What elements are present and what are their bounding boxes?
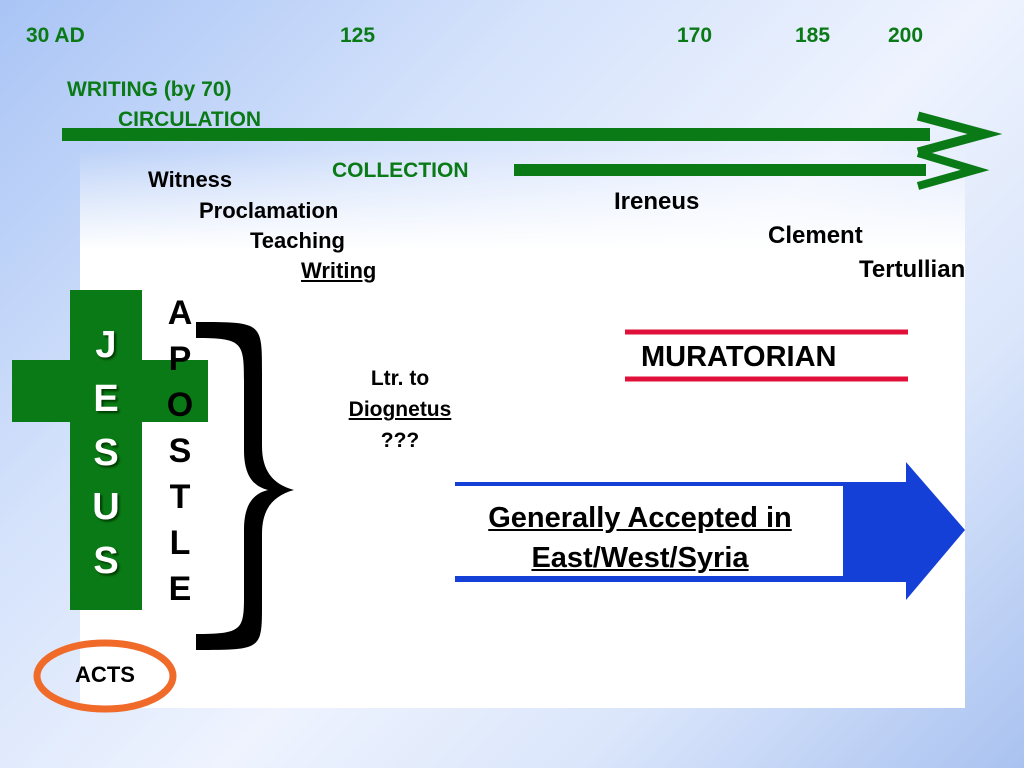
year-185: 185 — [795, 24, 831, 47]
apostle-letter: L — [169, 524, 191, 562]
apostle-letter: E — [168, 570, 192, 608]
accepted-block: Generally Accepted in East/West/Syria — [445, 498, 835, 578]
collection-arrow — [514, 149, 990, 190]
diognetus-line1: Ltr. to — [370, 367, 430, 390]
diognetus-line2: Diognetus — [348, 398, 452, 421]
accepted-line2: East/West/Syria — [531, 542, 749, 574]
muratorian-label: MURATORIAN — [641, 341, 837, 373]
accepted-line1: Generally Accepted in — [488, 502, 792, 534]
acts-label: ACTS — [75, 662, 135, 687]
apostle-letter: A — [167, 294, 193, 332]
year-170: 170 — [677, 24, 713, 47]
diognetus-block: Ltr. to Diognetus ??? — [330, 363, 470, 456]
acts-ellipse — [33, 639, 177, 713]
father-ireneus: Ireneus — [614, 188, 700, 215]
stage-witness: Witness — [148, 167, 233, 192]
year-30ad: 30 AD — [26, 24, 85, 47]
accepted-arrow — [455, 462, 965, 600]
apostle-letter: S — [168, 432, 192, 470]
apostle-letter: P — [168, 340, 192, 378]
cross-shape — [12, 290, 208, 610]
content-panel — [80, 150, 965, 708]
apostle-letter: O — [166, 386, 194, 424]
circulation-label: CIRCULATION — [118, 108, 262, 131]
jesus-letter: S — [93, 432, 119, 474]
year-125: 125 — [340, 24, 376, 47]
collection-label: COLLECTION — [332, 159, 469, 182]
stage-writing: Writing — [301, 258, 377, 283]
circulation-arrow — [62, 111, 1003, 157]
jesus-letters: J E S U S — [70, 318, 142, 588]
diognetus-line3: ??? — [380, 429, 420, 452]
jesus-letter: J — [95, 324, 117, 366]
jesus-letter: S — [93, 540, 119, 582]
year-200: 200 — [888, 24, 924, 47]
jesus-letter: U — [92, 486, 120, 528]
stage-proclamation: Proclamation — [199, 198, 339, 223]
father-clement: Clement — [768, 222, 863, 249]
jesus-letter: E — [93, 378, 119, 420]
father-tertullian: Tertullian — [859, 256, 966, 283]
apostle-letter: T — [169, 478, 191, 516]
stage-teaching: Teaching — [250, 228, 345, 253]
apostle-letters: A P O S T L E — [160, 290, 200, 612]
writing-label: WRITING (by 70) — [67, 78, 232, 101]
